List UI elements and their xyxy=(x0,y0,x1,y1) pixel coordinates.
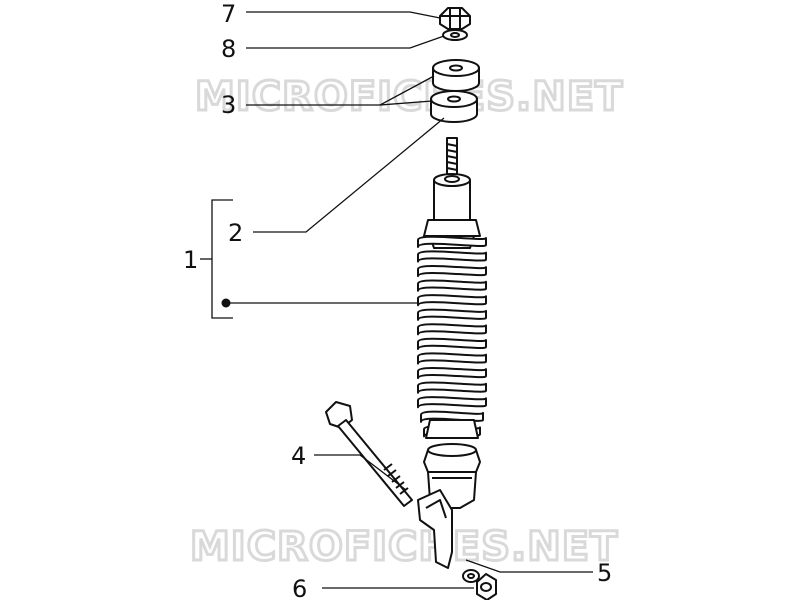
top-nut-part xyxy=(439,7,471,30)
callout-6: 6 xyxy=(292,575,307,600)
leader-line-3b xyxy=(379,100,433,106)
lower-rubber-bushing-part xyxy=(430,90,478,123)
leader-dot-1 xyxy=(221,298,231,308)
spring-coil xyxy=(417,294,487,307)
shock-threaded-stud xyxy=(446,137,458,179)
leader-line-4 xyxy=(314,454,407,491)
callout-5: 5 xyxy=(597,559,612,587)
shock-bottom-eye xyxy=(417,489,453,569)
spring-coil xyxy=(417,264,487,278)
bottom-nut-part xyxy=(476,573,497,600)
callout-3: 3 xyxy=(221,91,236,119)
spring-coil xyxy=(417,279,487,292)
spring-coil xyxy=(417,235,487,248)
watermark-bottom: MICROFICHES.NET xyxy=(190,524,618,570)
callout-2: 2 xyxy=(228,219,243,247)
spring-coil xyxy=(417,366,487,380)
leader-line-7 xyxy=(246,11,441,19)
mounting-bolt-part xyxy=(325,401,413,507)
callout-7: 7 xyxy=(221,0,236,28)
leader-line-5 xyxy=(465,559,593,573)
spring-coil xyxy=(417,381,487,394)
upper-rubber-bushing-part xyxy=(432,59,480,92)
callout-4: 4 xyxy=(291,442,306,470)
spring-coil xyxy=(417,323,487,336)
leader-line-8 xyxy=(246,35,445,49)
spring-coil xyxy=(417,337,487,350)
top-washer-part xyxy=(442,29,468,41)
spring-coil xyxy=(417,396,487,409)
callout-1: 1 xyxy=(183,246,198,274)
spring-coil xyxy=(417,250,487,263)
spring-coil xyxy=(417,308,487,321)
coil-spring xyxy=(417,235,487,438)
callout-8: 8 xyxy=(221,35,236,63)
watermark-top: MICROFICHES.NET xyxy=(195,74,623,120)
spring-coil xyxy=(417,352,487,365)
leader-line-2 xyxy=(253,117,445,233)
bottom-washer-part xyxy=(462,569,480,583)
